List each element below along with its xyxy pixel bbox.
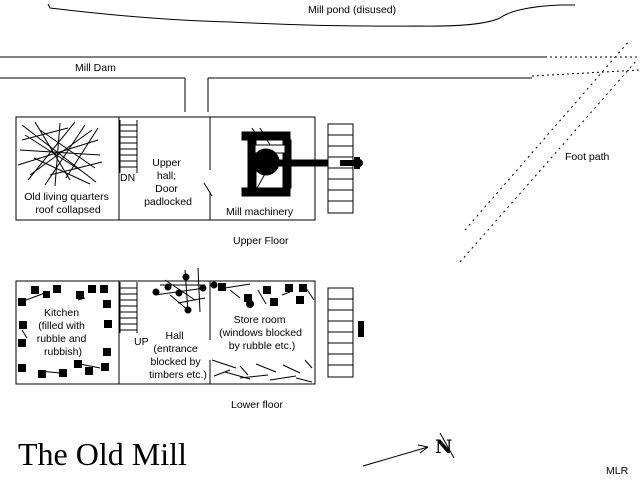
north-arrow-icon: [362, 444, 429, 467]
foot-path: [459, 39, 638, 263]
water-wheel-upper: [327, 123, 354, 214]
mill-machinery: [241, 127, 332, 197]
map-title: The Old Mill: [18, 436, 187, 472]
hall-label: Hall (entrance blocked by timbers etc.): [149, 330, 207, 381]
mill-machinery-label: Mill machinery: [226, 206, 294, 218]
upper-hall-label: Upper hall; Door padlocked: [144, 157, 192, 208]
north-symbol: N: [435, 436, 452, 458]
upper-floor-plan: [15, 116, 316, 221]
hall-timber-ends: [152, 273, 218, 314]
living-quarters-label: Old living quarters roof collapsed: [24, 191, 112, 216]
kitchen-rubble: [18, 285, 112, 378]
wheel-bearing-lower: [358, 321, 364, 337]
mill-dam-dotted-continuation: [531, 56, 640, 77]
store-room-rubble: [218, 283, 307, 308]
mill-pond-shore: [47, 3, 575, 27]
stairs-up-label: UP: [134, 336, 149, 348]
foot-path-label: Foot path: [565, 151, 610, 163]
lower-floor-plan: [15, 280, 316, 385]
upper-stairs: [119, 120, 138, 173]
mill-dam: [0, 56, 545, 112]
store-room-label: Store room (windows blocked by rubble et…: [219, 314, 305, 352]
store-room-debris-strokes: [211, 283, 315, 383]
author-initials: MLR: [606, 465, 629, 477]
water-wheel-lower: [327, 287, 354, 378]
stairs-down-label: DN: [120, 172, 135, 184]
collapsed-roof-debris: [17, 121, 103, 187]
lower-stairs: [119, 282, 138, 333]
upper-floor-label: Upper Floor: [233, 235, 289, 247]
mill-pond-label: Mill pond (disused): [308, 4, 396, 16]
north-symbol-slash: [439, 432, 455, 459]
kitchen-rubble-strokes: [21, 292, 101, 374]
wheel-hub-upper: [340, 157, 363, 169]
mill-dam-label: Mill Dam: [75, 62, 116, 74]
lower-floor-label: Lower floor: [231, 399, 283, 411]
kitchen-label: Kitchen (filled with rubble and rubbish): [37, 307, 90, 358]
